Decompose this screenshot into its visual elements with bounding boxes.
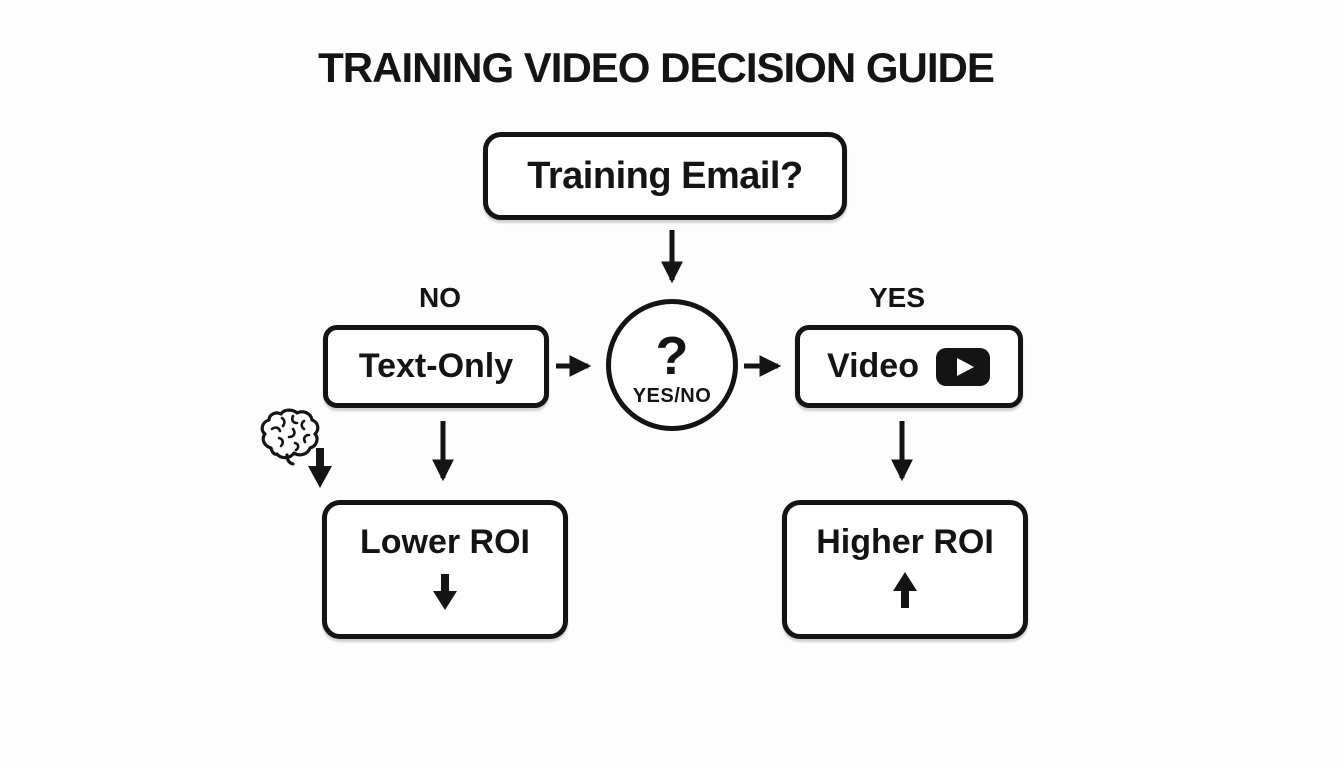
decision-node-label: YES/NO — [632, 385, 712, 408]
question-mark-icon: ? — [655, 325, 689, 386]
video-label: Video — [827, 347, 919, 385]
video-node: Video — [795, 325, 1023, 408]
no-branch-label: NO — [419, 282, 461, 313]
text-only-label: Text-Only — [358, 347, 514, 385]
lower-roi-node: Lower ROI — [322, 500, 568, 639]
yes-branch-label: YES — [868, 282, 926, 313]
start-node-training-email: Training Email? — [483, 132, 847, 220]
down-arrow-icon — [430, 572, 460, 619]
higher-roi-label: Higher ROI — [816, 522, 994, 561]
play-button-icon — [935, 347, 991, 387]
higher-roi-node: Higher ROI — [782, 500, 1028, 639]
lower-roi-label: Lower ROI — [359, 522, 531, 561]
page-title: TRAINING VIDEO DECISION GUIDE — [318, 44, 995, 91]
text-only-node: Text-Only — [323, 325, 549, 408]
brain-icon — [256, 408, 322, 470]
decision-node: ? YES/NO — [606, 299, 738, 431]
start-node-label: Training Email? — [527, 154, 803, 197]
up-arrow-icon — [890, 571, 920, 619]
